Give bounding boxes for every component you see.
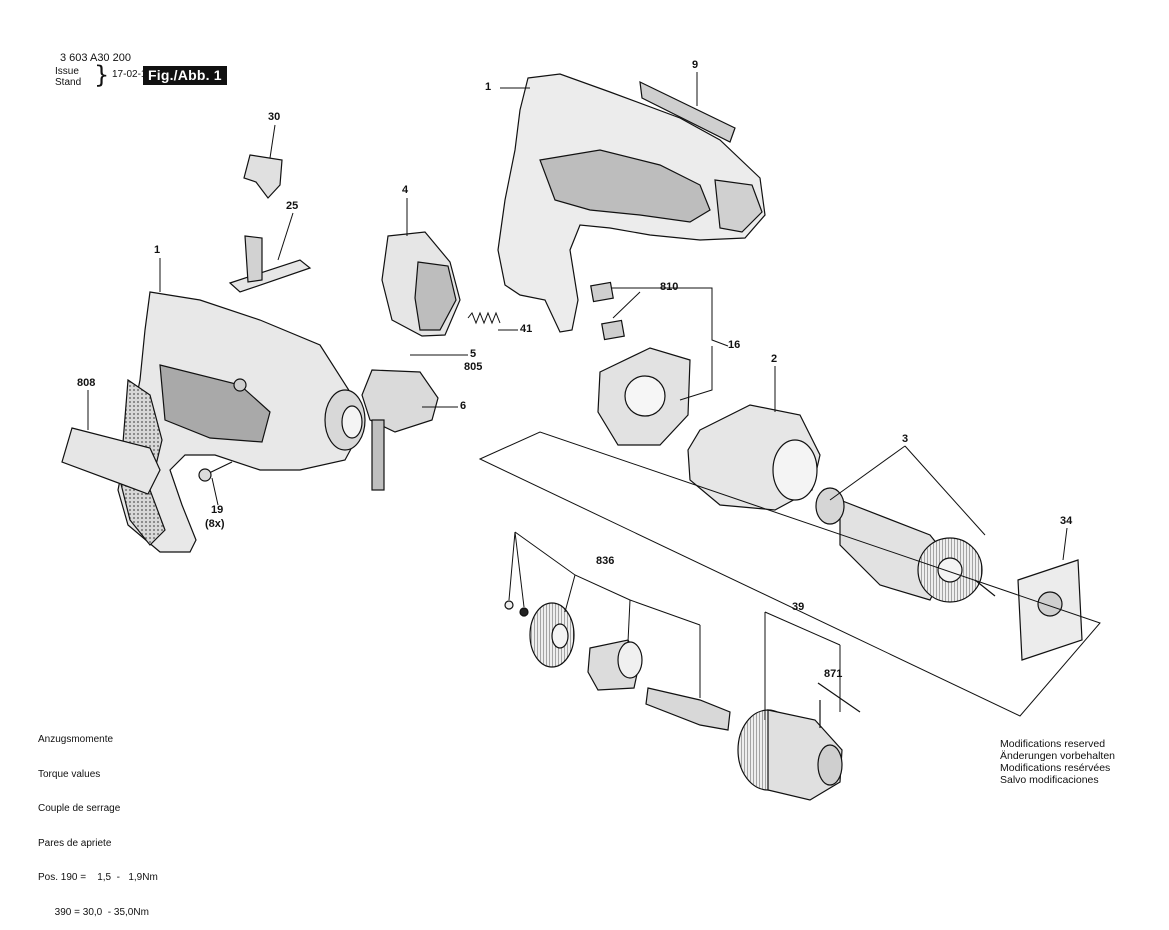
- callout-5: 5: [470, 348, 477, 360]
- callout-41: 41: [520, 323, 533, 335]
- housing-assembled-drill: [117, 291, 366, 553]
- stand-label: Stand: [55, 77, 82, 88]
- torque-line-es: Pares de apriete: [38, 837, 112, 849]
- callout-4: 4: [402, 184, 409, 196]
- switch-4: [381, 231, 461, 337]
- callout-3: 3: [902, 433, 909, 445]
- issue-date: 17-02-15: [112, 69, 153, 80]
- torque-line-en: Torque values: [38, 768, 101, 780]
- callout-871: 871: [824, 668, 843, 680]
- callout-9: 9: [692, 59, 699, 71]
- brush-holder-16: [597, 347, 691, 446]
- housing-half-top: [497, 73, 766, 333]
- callout-2: 2: [771, 353, 778, 365]
- plate-34: [1017, 559, 1083, 661]
- callout-805: 805: [464, 361, 483, 373]
- carbon-brush-b: [601, 319, 625, 341]
- armature-3: [815, 487, 996, 603]
- cable-sleeve-6: [361, 369, 439, 491]
- callout-8x: (8x): [205, 518, 225, 530]
- callout-836: 836: [596, 555, 615, 567]
- mods-line-fr: Modifications resérvées: [1000, 762, 1111, 774]
- leader-lines: [87, 72, 1068, 720]
- torque-notes: Anzugsmomente Torque values Couple de se…: [38, 711, 158, 930]
- torque-pos-390: 390 = 30,0 - 35,0Nm: [38, 906, 149, 918]
- stator-2: [687, 404, 821, 511]
- callout-25: 25: [286, 200, 299, 212]
- torque-line-fr: Couple de serrage: [38, 803, 121, 814]
- chuck-key-871: [817, 682, 861, 728]
- screw-19: [198, 461, 233, 482]
- callout-39: 39: [792, 601, 805, 613]
- issue-stand-label: Issue Stand: [55, 66, 81, 88]
- mods-line-es: Salvo modificaciones: [1000, 774, 1099, 786]
- callout-6: 6: [460, 400, 467, 412]
- chuck-39: [737, 709, 843, 801]
- depth-stop-blade: [61, 427, 161, 495]
- spring-41: [467, 311, 501, 325]
- mods-line-en: Modifications reserved: [1000, 738, 1106, 750]
- drawing-number: 3 603 A30 200: [60, 52, 131, 64]
- carbon-brush-a: [590, 281, 614, 303]
- callout-808: 808: [77, 377, 96, 389]
- callout-19: 19: [211, 504, 224, 516]
- issue-label: Issue: [55, 66, 79, 77]
- figure-badge: Fig./Abb. 1: [143, 66, 227, 85]
- torque-pos-190: Pos. 190 = 1,5 - 1,9Nm: [38, 872, 158, 883]
- callout-30: 30: [268, 111, 281, 123]
- part-25-slider: [228, 235, 312, 293]
- assembly-boundary: [478, 431, 1101, 717]
- mods-line-de: Änderungen vorbehalten: [1000, 750, 1116, 762]
- callout-34: 34: [1060, 515, 1073, 527]
- gear-kit-836: [504, 600, 731, 731]
- brace-glyph: }: [94, 61, 110, 89]
- modifications-notice: Modifications reserved Änderungen vorbeh…: [1000, 738, 1115, 786]
- callout-16: 16: [728, 339, 741, 351]
- callout-1-drill: 1: [154, 244, 161, 256]
- part-30-clip: [243, 154, 283, 199]
- callout-1-housing: 1: [485, 81, 492, 93]
- callout-810: 810: [660, 281, 679, 293]
- exploded-view-diagram: [61, 72, 1101, 801]
- torque-line-de: Anzugsmomente: [38, 734, 114, 745]
